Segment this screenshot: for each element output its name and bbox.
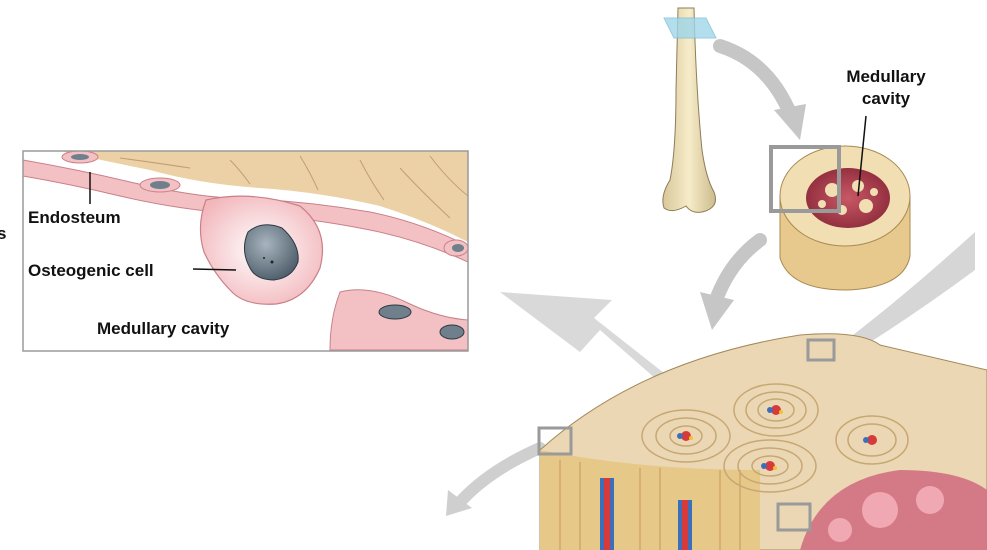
long-bone — [662, 7, 716, 213]
arrow-right-edge — [836, 232, 975, 356]
label-medullary-cavity-inset: Medullary cavity — [97, 319, 230, 338]
arrow-head — [774, 104, 806, 140]
label-endosteum: Endosteum — [28, 208, 121, 227]
arrow-bone-to-section — [713, 39, 799, 125]
arrow-head — [446, 490, 472, 516]
arrow-head — [700, 292, 734, 330]
zoom-box-wedge-bottom — [776, 502, 812, 532]
zoom-box-section — [769, 145, 841, 213]
label-osteogenic-cell: Osteogenic cell — [28, 261, 154, 280]
zoom-box-wedge-top — [806, 338, 836, 362]
arrow-lower-left — [456, 442, 546, 506]
label-medullary-cavity-top-line1: Medullary — [846, 67, 926, 86]
magnify-arrow-large — [500, 292, 772, 470]
arrow-section-to-wedge — [709, 233, 767, 307]
bone-cross-section — [779, 145, 911, 291]
leader-medullary-top — [857, 115, 867, 197]
leader-osteogenic-cell — [192, 268, 237, 271]
section-plane — [663, 17, 717, 39]
endosteum-inset — [22, 150, 469, 352]
label-medullary-cavity-top-line2: cavity — [862, 89, 911, 108]
zoom-box-wedge-left — [537, 426, 573, 456]
label-edge-fragment: s — [0, 224, 6, 243]
compact-bone-wedge — [539, 333, 987, 550]
